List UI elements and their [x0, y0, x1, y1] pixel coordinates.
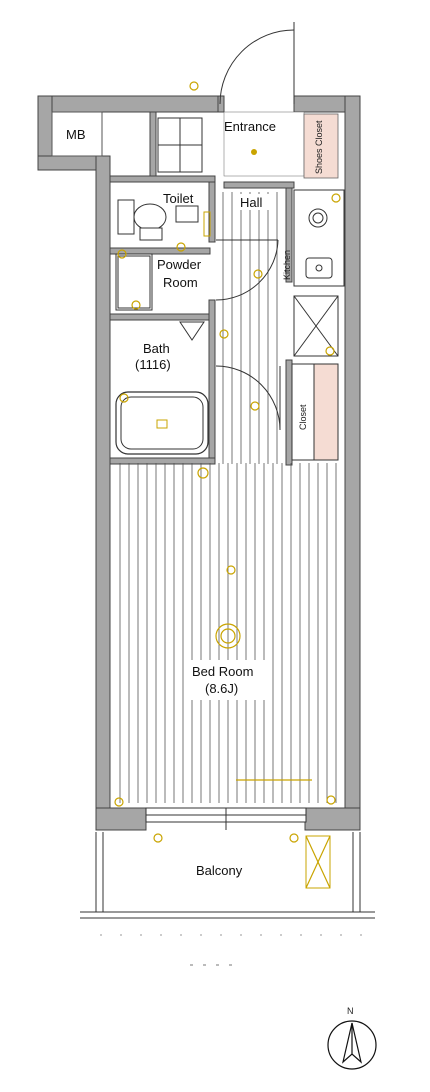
- shoes-closet-label: Shoes Closet: [314, 120, 324, 174]
- entrance-room: Entrance: [223, 111, 305, 177]
- storage-top: [157, 117, 203, 173]
- balcony: Balcony: [80, 832, 375, 919]
- bath-label: Bath: [143, 341, 170, 356]
- kitchen-label: Kitchen: [282, 250, 292, 280]
- bedroom-size-label: (8.6J): [205, 681, 238, 696]
- bath-size-label: (1116): [135, 357, 171, 372]
- powder-room-label-2: Room: [163, 275, 198, 290]
- toilet-room: Toilet: [117, 191, 211, 241]
- faint-marks: [100, 934, 370, 966]
- mb-room: MB: [51, 111, 103, 157]
- balcony-label: Balcony: [196, 863, 243, 878]
- toilet-label: Toilet: [163, 191, 194, 206]
- bedroom-floor: [119, 463, 337, 803]
- kitchen-area: Kitchen: [282, 189, 345, 357]
- electrical-fixtures: [114, 81, 341, 843]
- hall-area: [222, 192, 278, 464]
- hall-doors: [215, 239, 281, 431]
- bedroom-window: [145, 807, 307, 830]
- compass-north-label: N: [347, 1006, 354, 1016]
- bedroom-label: Bed Room: [192, 664, 253, 679]
- shoes-closet: Shoes Closet: [303, 113, 339, 179]
- closet: Closet: [291, 363, 339, 461]
- bathroom: Bath (1116): [115, 321, 209, 455]
- hall-label: Hall: [240, 195, 263, 210]
- mb-label: MB: [66, 127, 86, 142]
- entrance-door: [219, 22, 295, 105]
- powder-room-label-1: Powder: [157, 257, 202, 272]
- closet-label: Closet: [298, 404, 308, 430]
- powder-room: Powder Room: [115, 242, 202, 311]
- interior-walls: [109, 111, 295, 466]
- entrance-label: Entrance: [224, 119, 276, 134]
- compass: N: [327, 1006, 377, 1070]
